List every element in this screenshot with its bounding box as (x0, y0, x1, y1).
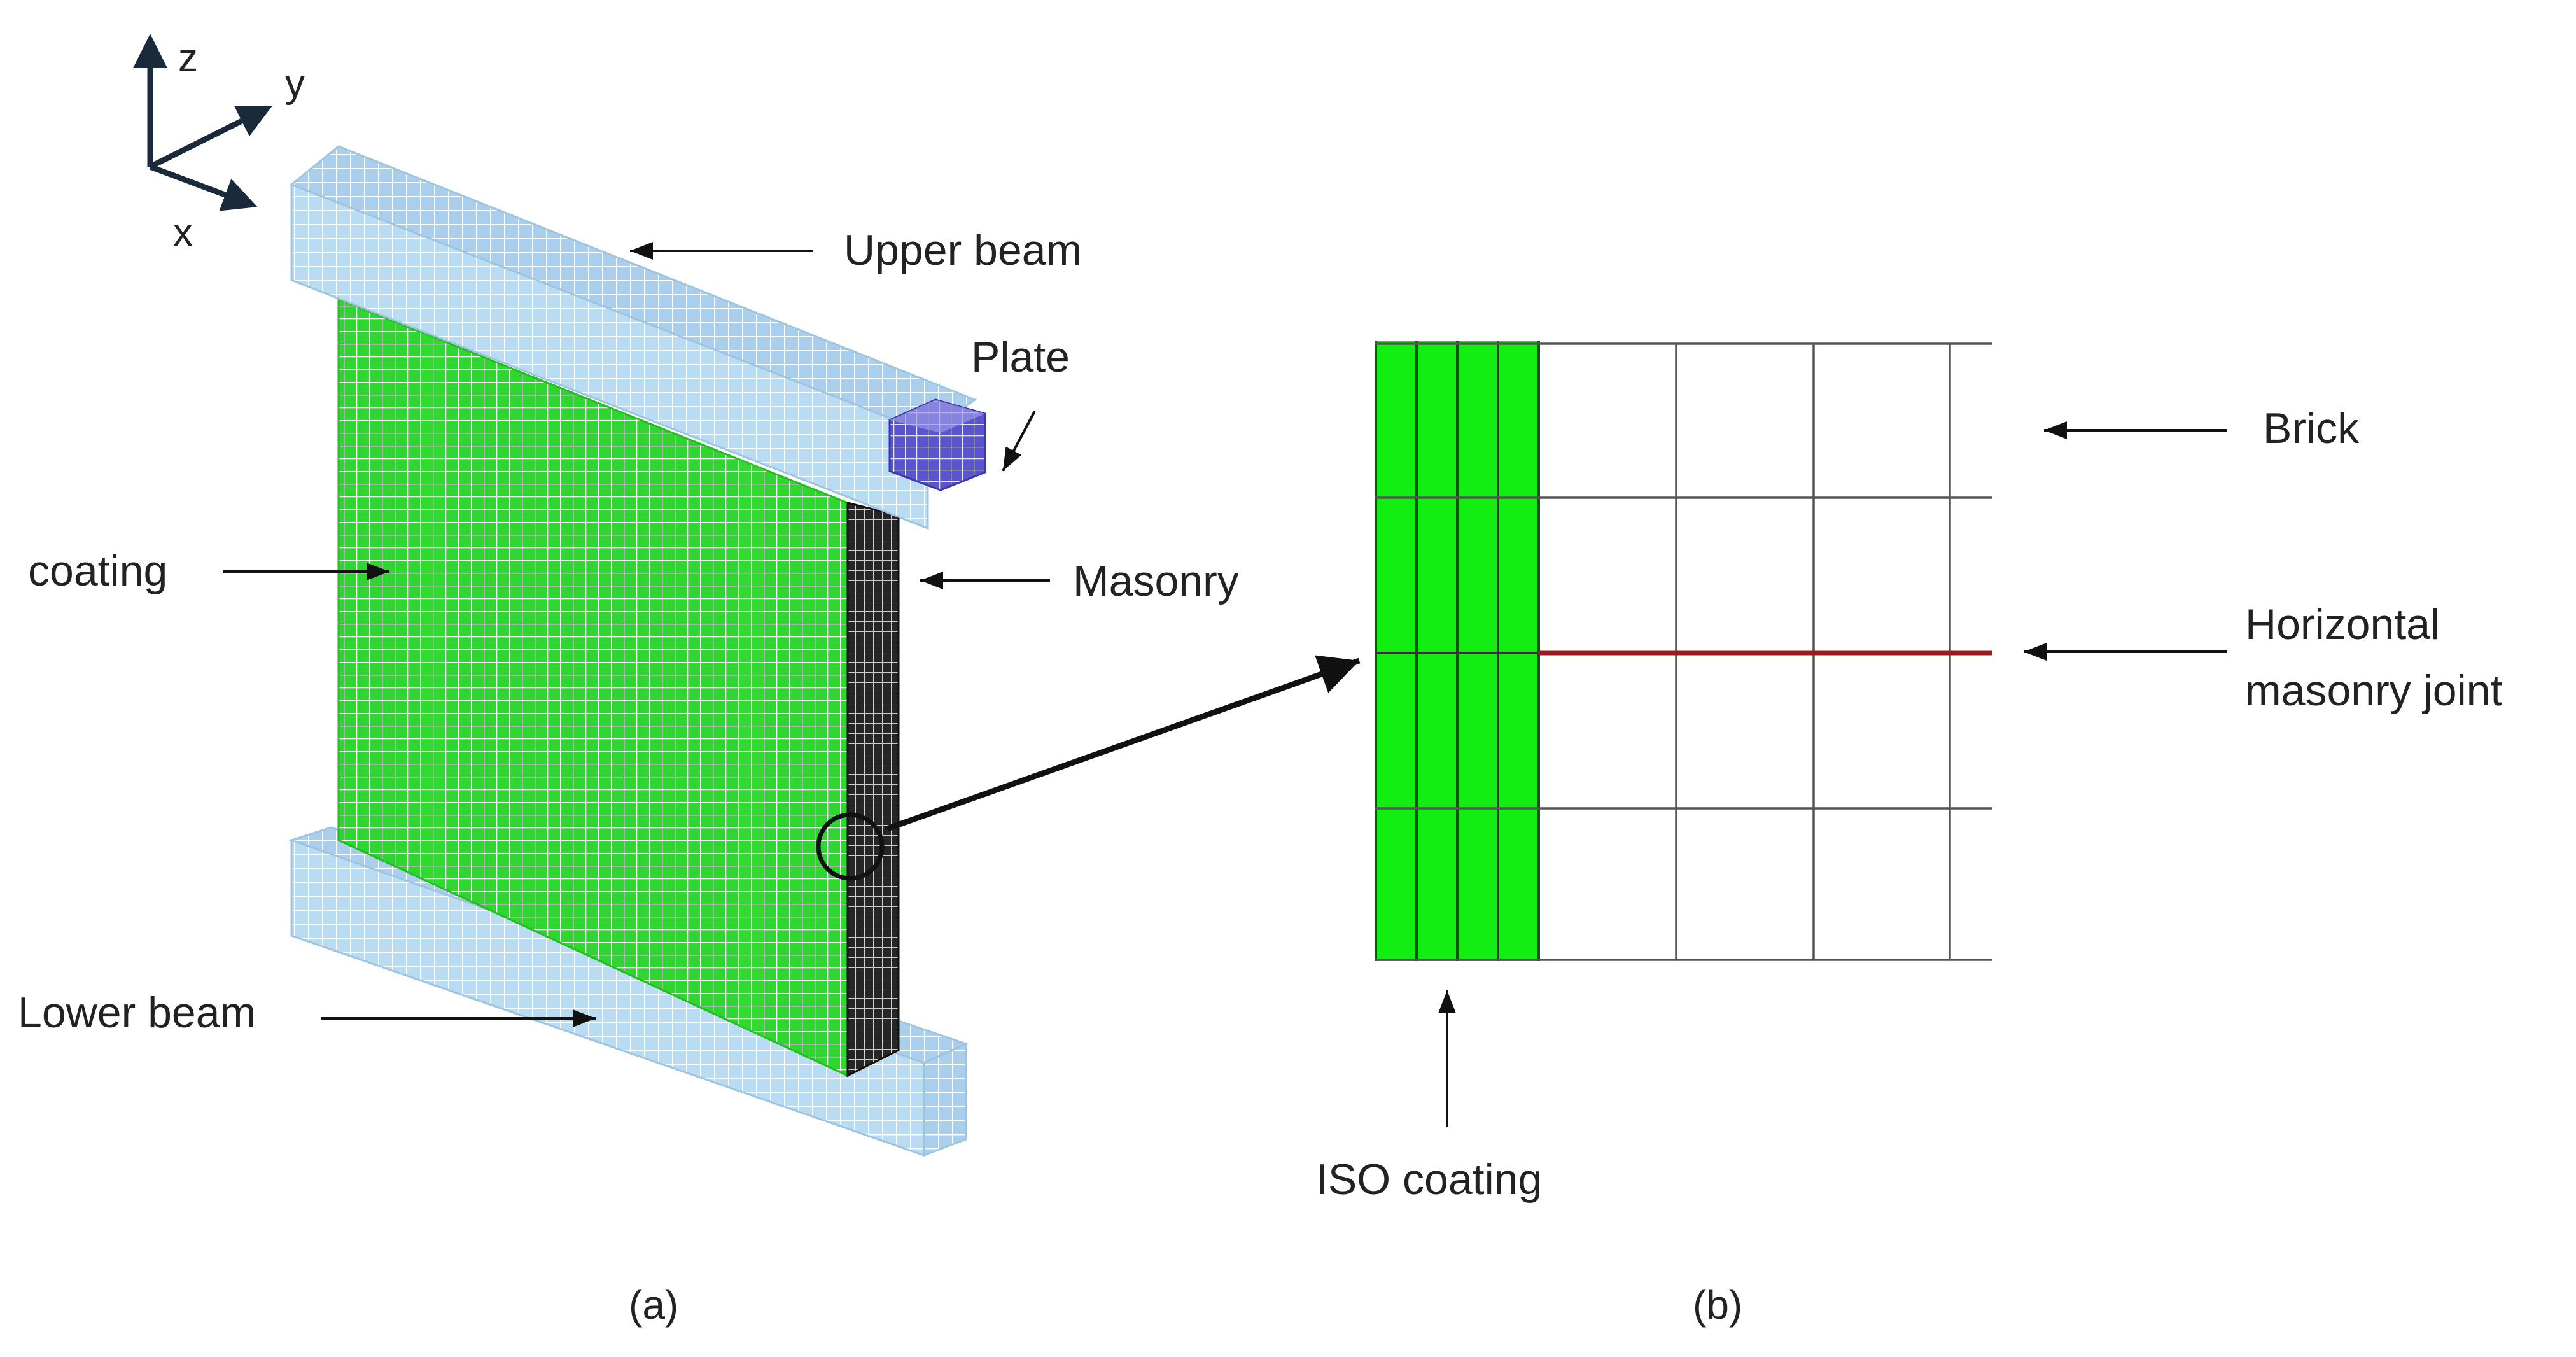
zoom-circle (816, 812, 885, 881)
label-upper-beam: Upper beam (844, 226, 1082, 274)
label-masonry: Masonry (1073, 557, 1239, 605)
plate-mesh (888, 398, 986, 491)
panel-b-leaders (1438, 421, 2227, 1127)
label-plate: Plate (971, 333, 1070, 381)
panel-b-labels: Brick Horizontal masonry joint ISO coati… (1316, 404, 2502, 1204)
panel-a-model (288, 145, 986, 1157)
label-coating: coating (28, 547, 167, 595)
panel-a-labels: Upper beam Plate coating Masonry Lower b… (18, 226, 1239, 1037)
masonry-mesh (846, 502, 900, 1078)
caption-a: (a) (629, 1282, 678, 1328)
upper-beam-mesh (290, 145, 977, 530)
panel-a-leaders (223, 242, 1050, 1027)
caption-b: (b) (1693, 1282, 1742, 1328)
plate-arrow (1002, 411, 1036, 472)
label-lower-beam: Lower beam (18, 988, 256, 1037)
label-iso-coating: ISO coating (1316, 1155, 1542, 1204)
axis-label-y: y (285, 62, 305, 106)
axis-label-x: x (173, 211, 193, 255)
coating-stripes (420, 332, 764, 1037)
label-joint-line1: Horizontal (2245, 600, 2440, 649)
zoom-arrow (886, 655, 1361, 832)
panel-b-detail (1375, 341, 1992, 961)
axis-triad: z y x (133, 34, 305, 255)
axis-label-z: z (178, 36, 198, 80)
label-brick: Brick (2263, 404, 2360, 453)
label-joint-line2: masonry joint (2245, 666, 2502, 715)
coating-gridlines (1375, 341, 1540, 961)
